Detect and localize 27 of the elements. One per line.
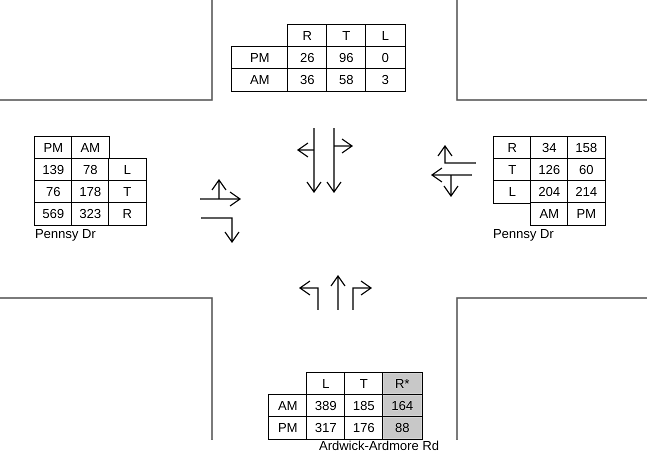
table-cell: 3: [365, 68, 406, 92]
table-cell: 569: [34, 202, 72, 226]
table-cell: R*: [382, 372, 422, 396]
street-name: Ardwick-Ardmore Rd: [319, 438, 439, 453]
street-name: Pennsy Dr: [35, 226, 96, 241]
table-cell: T: [108, 180, 146, 204]
table-cell: AM: [530, 202, 568, 226]
table-cell: PM: [567, 202, 606, 226]
table-cell: L: [493, 180, 532, 204]
table-cell: PM: [268, 416, 308, 440]
table-cell: 88: [382, 416, 422, 440]
table-cell: L: [365, 24, 406, 48]
table-cell: 0: [365, 46, 406, 70]
table-cell: 58: [326, 68, 366, 92]
table-cell: 164: [382, 394, 422, 418]
table-cell: 317: [306, 416, 346, 440]
table-cell: 60: [567, 158, 606, 182]
table-cell: 158: [567, 136, 606, 160]
table-cell: 176: [344, 416, 384, 440]
table-cell: 323: [71, 202, 110, 226]
table-cell: L: [108, 158, 146, 182]
street-name: Pennsy Dr: [493, 226, 554, 241]
table-cell: AM: [231, 68, 288, 92]
table-cell: 214: [567, 180, 606, 204]
table-cell: AM: [71, 136, 110, 160]
table-cell: R: [108, 202, 146, 226]
table-cell: 36: [287, 68, 328, 92]
